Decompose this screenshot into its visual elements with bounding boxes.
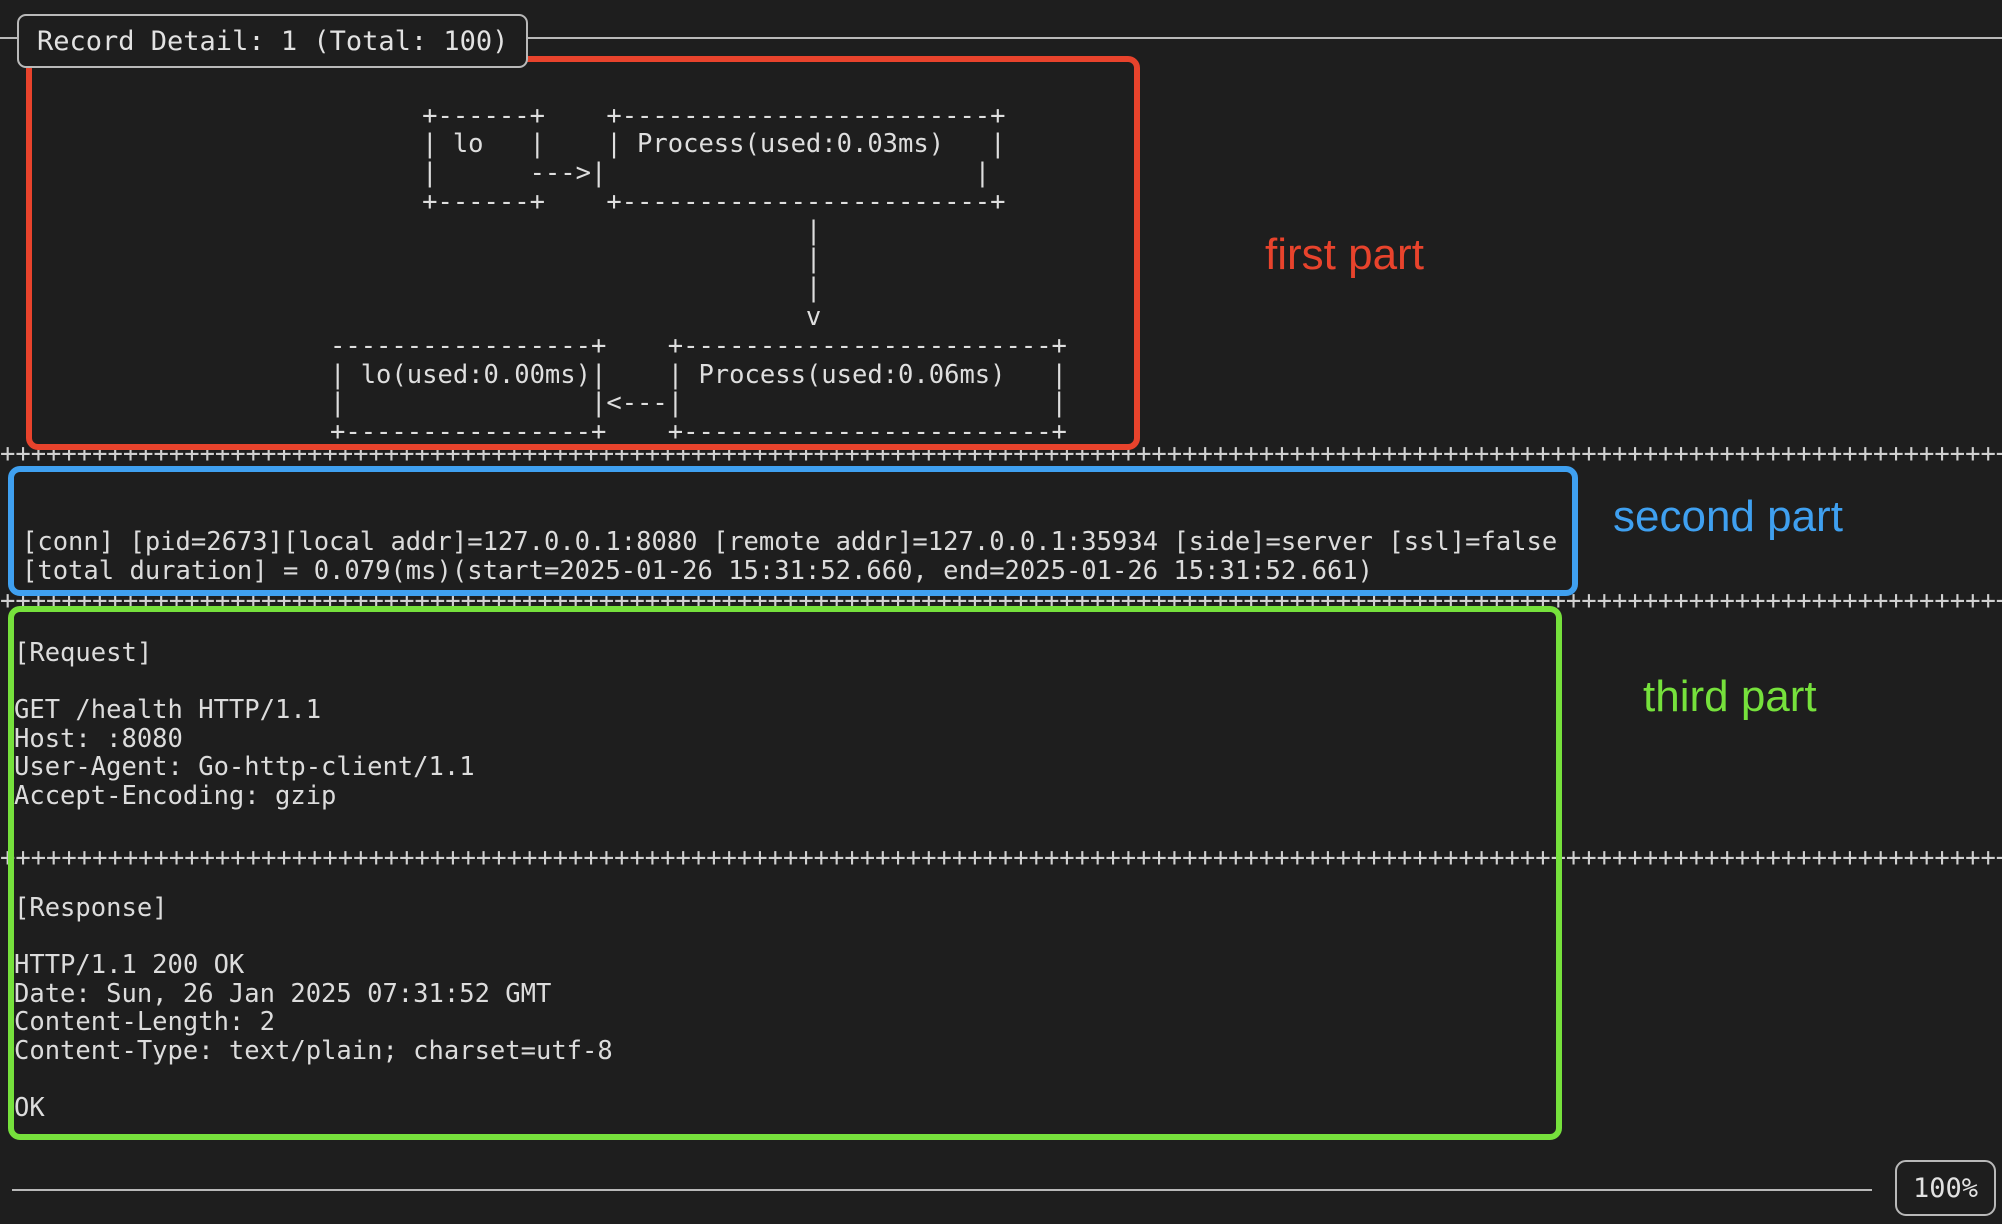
response-body: HTTP/1.1 200 OK Date: Sun, 26 Jan 2025 0… (14, 949, 613, 1124)
http-request-block: [Request] GET /health HTTP/1.1 Host: :80… (14, 637, 475, 812)
separator-rule-1: ++++++++++++++++++++++++++++++++++++++++… (0, 441, 2002, 467)
separator-rule-3: ++++++++++++++++++++++++++++++++++++++++… (0, 845, 2002, 871)
response-heading: [Response] (14, 892, 168, 923)
zoom-level-indicator[interactable]: 100% (1895, 1160, 1997, 1216)
conn-line-1: [conn] [pid=2673][local addr]=127.0.0.1:… (22, 526, 1558, 557)
annotation-label-third: third part (1643, 672, 1817, 721)
request-heading: [Request] (14, 637, 153, 668)
frame-top-border (0, 37, 2002, 39)
frame-bottom-border (12, 1189, 1872, 1191)
page-title: Record Detail: 1 (Total: 100) (17, 14, 529, 68)
annotation-label-first: first part (1265, 230, 1424, 279)
request-body: GET /health HTTP/1.1 Host: :8080 User-Ag… (14, 694, 475, 812)
http-response-block: [Response] HTTP/1.1 200 OK Date: Sun, 26… (14, 892, 613, 1124)
topology-ascii-diagram: +------+ +------------------------+ | lo… (330, 100, 1067, 448)
conn-line-2: [total duration] = 0.079(ms)(start=2025-… (22, 555, 1374, 586)
annotation-label-second: second part (1613, 492, 1843, 541)
separator-rule-2: ++++++++++++++++++++++++++++++++++++++++… (0, 588, 2002, 614)
connection-summary: [conn] [pid=2673][local addr]=127.0.0.1:… (22, 526, 1558, 586)
